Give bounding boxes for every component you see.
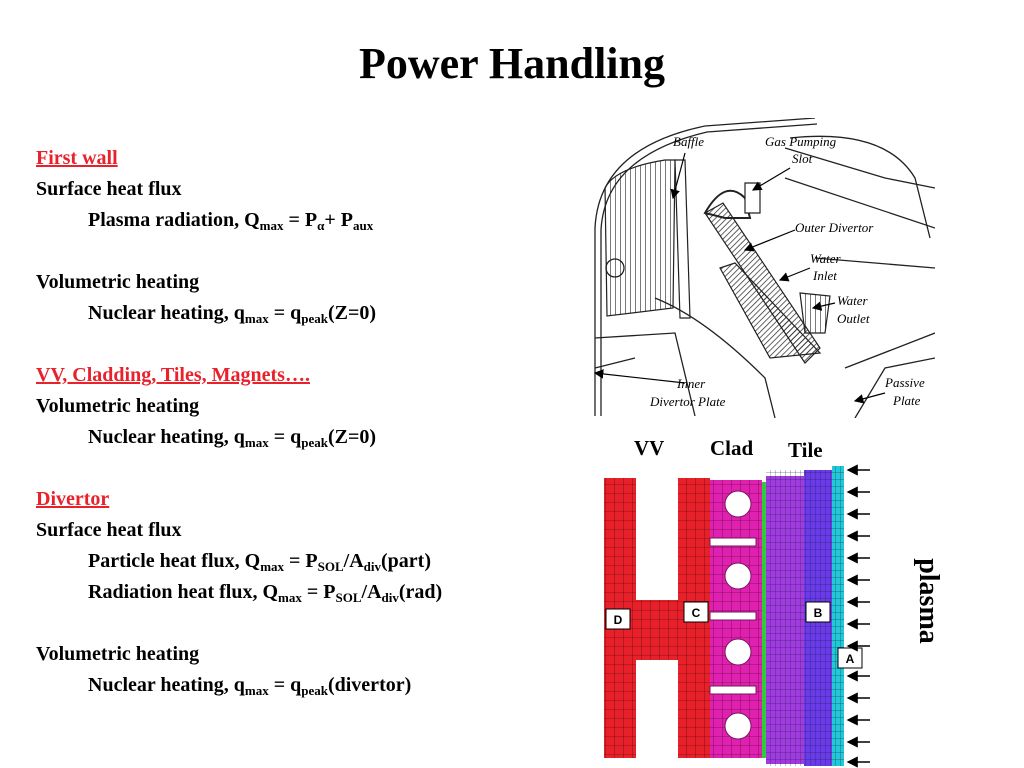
vv-label: VV (634, 436, 665, 460)
clad-label: Clad (710, 436, 754, 460)
divertor-heading: Divertor (36, 488, 110, 510)
heat-flux-arrows (846, 464, 870, 768)
first-wall-volumetric: Volumetric heating (36, 271, 200, 293)
slot-label: Slot (792, 151, 813, 166)
water-outlet-label-2: Outlet (837, 311, 870, 326)
region-d-label: D (614, 613, 623, 627)
text-column: First wall Surface heat flux Plasma radi… (36, 143, 556, 701)
page-title: Power Handling (358, 39, 665, 88)
region-d-box (605, 608, 631, 630)
divertor-nuclear-eq: Nuclear heating, qmax = qpeak(divertor) (88, 674, 412, 698)
divertor-cross-section-diagram: Baffle Gas Pumping Slot Outer Divertor W… (593, 118, 935, 418)
divertor-surface: Surface heat flux (36, 519, 182, 541)
water-outlet-label-1: Water (837, 293, 869, 308)
tile-label: Tile (788, 438, 823, 462)
outer-divertor-label: Outer Divertor (795, 220, 874, 235)
divertor-cassette (719, 262, 822, 359)
region-a-label: A (846, 652, 855, 666)
fem-mesh-model: D C B A (604, 464, 870, 768)
inner-divertor-label-1: Inner (676, 376, 706, 391)
vv-nuclear-eq: Nuclear heating, qmax = qpeak(Z=0) (88, 426, 377, 450)
first-wall-surface: Surface heat flux (36, 178, 182, 200)
gas-pumping-label: Gas Pumping (765, 134, 837, 149)
inner-baffle-shape (604, 159, 676, 317)
inner-divertor-label-2: Divertor Plate (649, 394, 726, 409)
cladding-cooling-holes (709, 490, 757, 740)
baffle-label: Baffle (673, 134, 704, 149)
region-c-label: C (692, 606, 701, 620)
vv-volumetric: Volumetric heating (36, 395, 200, 417)
passive-plate-label-1: Passive (884, 375, 925, 390)
first-wall-heading: First wall (36, 147, 118, 169)
region-b-label: B (814, 606, 823, 620)
interlayer (762, 482, 766, 758)
plasma-label: plasma (913, 558, 944, 644)
particle-flux-eq: Particle heat flux, Qmax = PSOL/Adiv(par… (88, 550, 431, 574)
plasma-radiation-eq: Plasma radiation, Qmax = Pα+ Paux (88, 209, 374, 233)
water-inlet-label-2: Inlet (812, 268, 837, 283)
first-wall-nuclear-eq: Nuclear heating, qmax = qpeak(Z=0) (88, 302, 377, 326)
region-c-box (683, 601, 709, 623)
passive-plate-label-2: Plate (892, 393, 921, 408)
divertor-volumetric: Volumetric heating (36, 643, 200, 665)
region-b-box (805, 601, 831, 623)
radiation-flux-eq: Radiation heat flux, Qmax = PSOL/Adiv(ra… (88, 581, 443, 605)
vv-heading: VV, Cladding, Tiles, Magnets…. (36, 364, 310, 386)
water-inlet-label-1: Water (810, 251, 842, 266)
